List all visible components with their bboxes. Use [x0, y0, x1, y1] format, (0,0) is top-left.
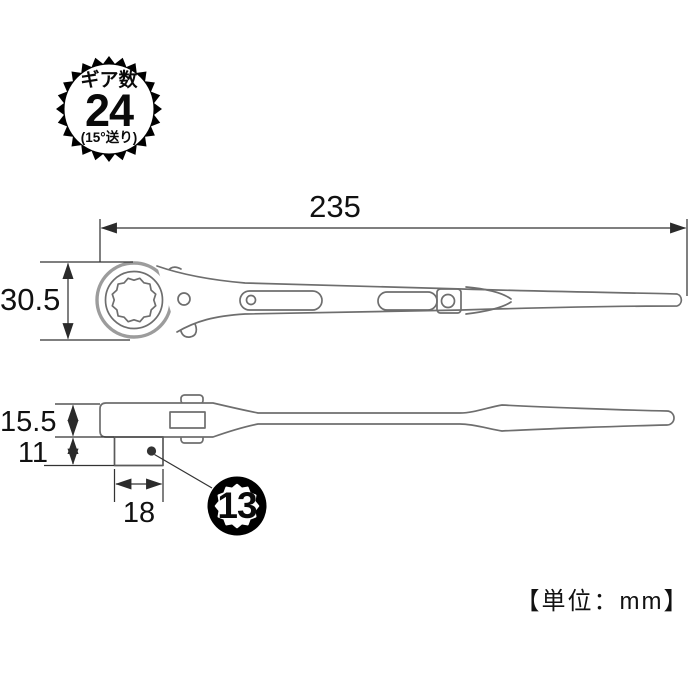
- wrench-top-view: [95, 261, 683, 339]
- dimension-overall-length: [99, 219, 688, 296]
- gear-count-value: 24: [84, 85, 134, 136]
- gear-count-label: ギア数: [80, 70, 138, 91]
- handle-outline-side: [99, 402, 675, 438]
- dimension-label-drive-height: 11: [17, 437, 48, 469]
- square-drive-boss: [113, 436, 164, 467]
- dimension-label-drive-width: 18: [122, 497, 156, 529]
- socket-size-leader: [146, 446, 213, 489]
- slot-2-slider: [436, 288, 462, 314]
- dimension-lines: [40, 219, 688, 502]
- dimension-head-diameter: [40, 261, 133, 341]
- handle-slot-1: [239, 290, 323, 311]
- slot-1-hole: [245, 294, 257, 306]
- wrench-side-view: [99, 394, 675, 467]
- handle-outline-top: [156, 265, 683, 333]
- dimension-drive-width: [113, 469, 164, 502]
- slot-2-hole: [440, 293, 456, 309]
- dimension-drive-height: [44, 437, 114, 467]
- gear-count-note: (15°送り): [80, 130, 138, 145]
- leader-dot: [146, 446, 157, 456]
- dimension-label-overall-length: 235: [309, 189, 361, 224]
- dimension-label-head-diameter: 30.5: [0, 282, 61, 317]
- unit-note: 【単位：mm】: [515, 588, 690, 615]
- body-window: [169, 411, 206, 429]
- socket-12pt-profile-icon: [214, 483, 260, 529]
- pawl-pin: [177, 292, 191, 306]
- taper-transition-marks: [465, 286, 512, 315]
- ring-12pt-socket: [111, 277, 157, 323]
- ring-head-inner-edge: [104, 270, 164, 330]
- socket-size-value: 13: [217, 485, 257, 526]
- dimension-label-head-thickness: 15.5: [0, 406, 57, 438]
- gear-count-badge-shape: [56, 56, 162, 162]
- socket-size-badge-shape: [207, 476, 267, 536]
- dimension-head-thickness: [55, 403, 114, 438]
